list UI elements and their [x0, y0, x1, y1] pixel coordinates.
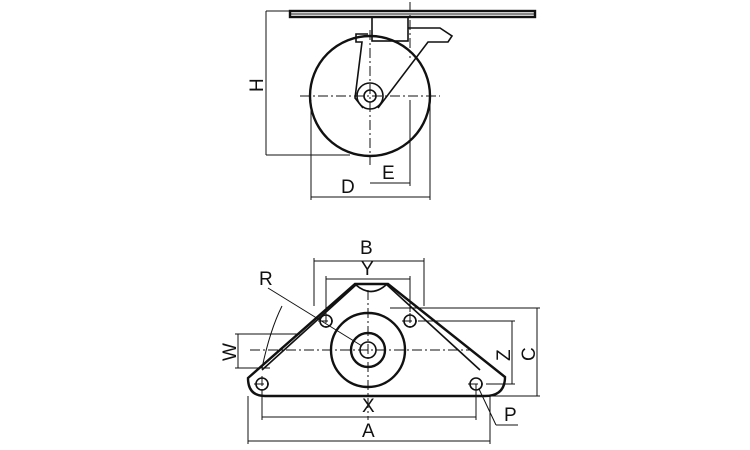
dim-label-z: Z: [494, 349, 515, 361]
dim-label-r: R: [259, 269, 273, 290]
dim-label-e: E: [382, 163, 395, 184]
center-boss-arc: [355, 284, 387, 293]
dim-label-w: W: [220, 343, 241, 361]
mounting-plate: [246, 282, 507, 398]
dim-label-b: B: [360, 238, 373, 259]
side-view: H D E: [247, 2, 537, 200]
dim-label-c: C: [519, 347, 540, 361]
dim-label-h: H: [247, 78, 268, 92]
fork-front: [354, 33, 368, 109]
dim-label-a: A: [362, 421, 375, 442]
dim-label-d: D: [341, 177, 355, 198]
bottom-view: B Y R W Z C P X: [220, 238, 540, 444]
fork-rear: [377, 27, 454, 109]
dim-label-x: X: [362, 396, 375, 417]
dim-label-y: Y: [361, 259, 374, 280]
swivel-housing: [371, 16, 409, 42]
dim-label-p: P: [504, 405, 517, 426]
